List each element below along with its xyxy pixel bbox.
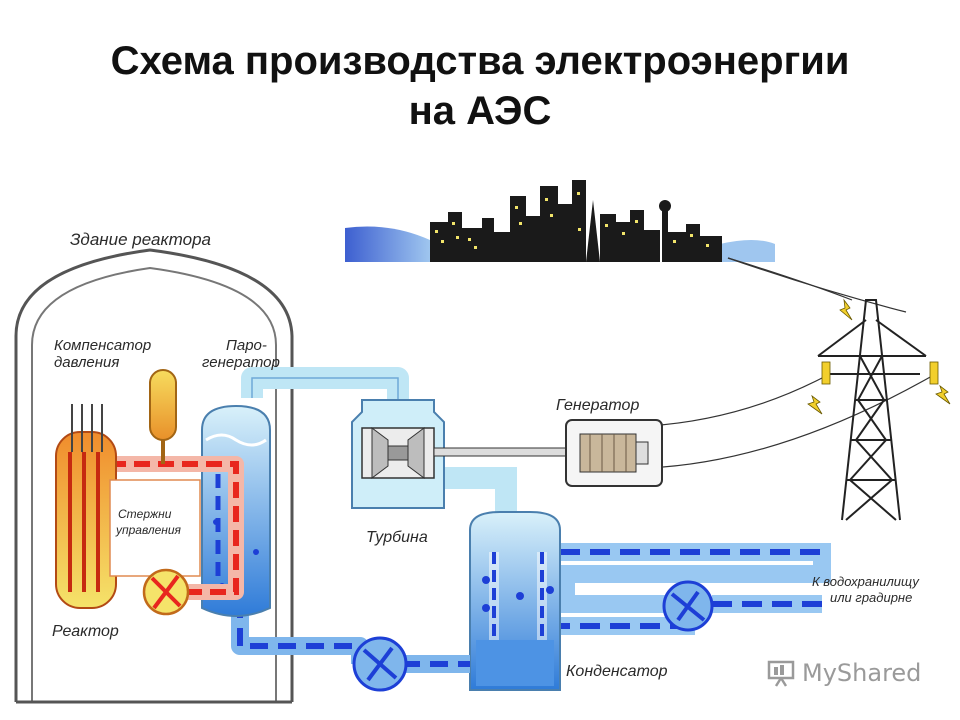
label-pressurizer-1: Компенсатор xyxy=(54,337,151,354)
transmission-tower xyxy=(817,299,927,521)
control-rods xyxy=(71,404,103,452)
cooling-pump xyxy=(662,580,714,632)
watermark: MyShared xyxy=(766,656,921,690)
pressurizer xyxy=(149,369,177,464)
label-reservoir-1: К водохранилищу xyxy=(812,574,920,589)
turbine xyxy=(351,399,445,509)
diagram-labels: Здание реактора Компенсатор давления Пар… xyxy=(52,230,920,680)
label-control-rods-2: управления xyxy=(115,523,182,537)
label-turbine: Турбина xyxy=(366,529,428,546)
label-pressurizer-2: давления xyxy=(54,354,119,371)
reactor-building-inner xyxy=(31,266,277,702)
primary-pump xyxy=(142,568,190,616)
feedwater-pump xyxy=(352,636,408,692)
insulator-sparks xyxy=(807,298,951,415)
power-lines xyxy=(647,257,933,469)
label-control-rods-1: Стержни xyxy=(118,507,172,521)
condenser xyxy=(469,511,561,691)
primary-coolant-loop xyxy=(110,456,244,600)
turbine-shaft xyxy=(433,447,571,457)
label-steam-generator-1: Паро- xyxy=(226,337,267,354)
page-title: Схема производства электроэнергии на АЭС xyxy=(0,36,960,136)
label-condenser: Конденсатор xyxy=(566,663,668,680)
label-reactor-building: Здание реактора xyxy=(70,230,211,249)
label-reservoir-2: или градирне xyxy=(830,590,912,605)
reactor-building xyxy=(14,248,294,702)
title-line-2: на АЭС xyxy=(408,89,552,133)
watermark-text: MyShared xyxy=(802,659,922,687)
label-steam-generator-2: генератор xyxy=(202,354,280,371)
label-generator: Генератор xyxy=(556,397,639,414)
presentation-icon xyxy=(767,660,795,687)
generator xyxy=(565,419,663,487)
reactor-vessel xyxy=(55,431,201,609)
steam-line xyxy=(241,367,517,512)
title-line-1: Схема производства электроэнергии xyxy=(110,39,850,83)
label-reactor: Реактор xyxy=(52,623,119,640)
city-skyline xyxy=(345,180,775,262)
